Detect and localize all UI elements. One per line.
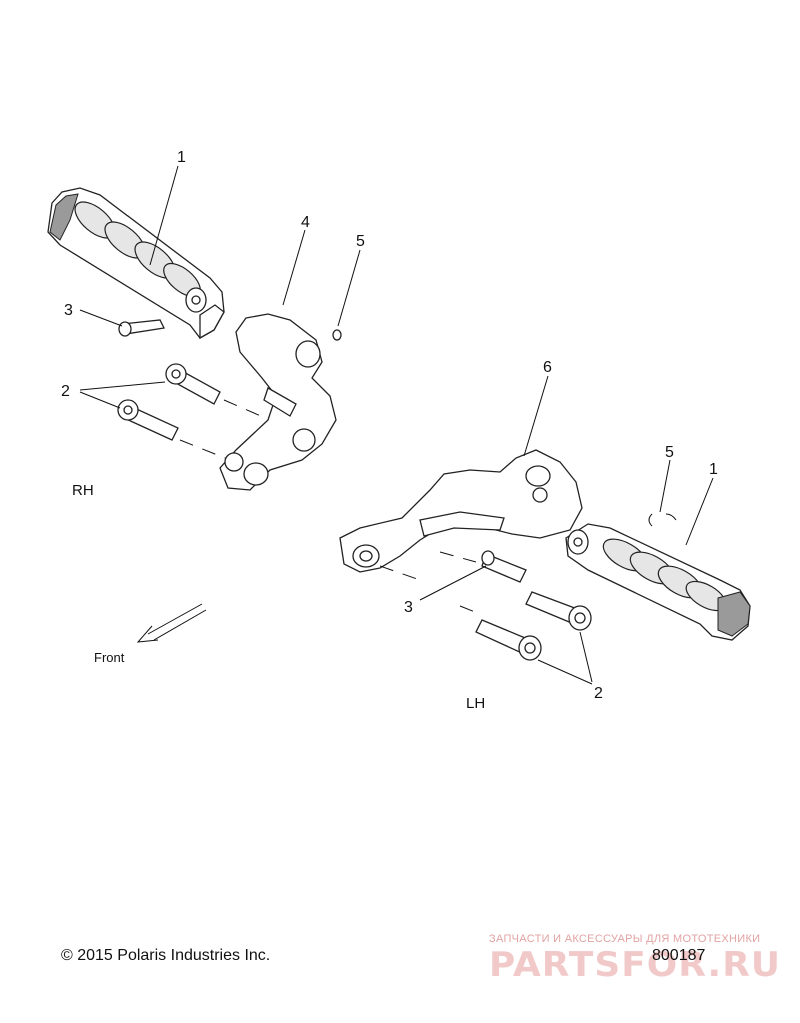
callout-lh-bracket: 6 — [543, 359, 552, 376]
callout-rh-clip: 5 — [356, 233, 365, 250]
lh-pin — [481, 550, 527, 583]
rh-footrest — [47, 187, 225, 340]
lh-label: LH — [466, 695, 485, 712]
lh-clip — [648, 513, 677, 527]
rh-bracket — [219, 313, 337, 491]
rh-bolt-upper — [165, 363, 221, 405]
watermark-logo: PARTSFOR.RU — [489, 945, 781, 985]
callout-rh-bracket: 4 — [301, 214, 310, 231]
callout-rh-footrest: 1 — [177, 149, 186, 166]
rh-bolt-lower — [117, 399, 179, 441]
copyright: © 2015 Polaris Industries Inc. — [61, 947, 270, 964]
callout-lh-bolts: 2 — [594, 685, 603, 702]
lh-bracket — [339, 449, 583, 573]
rh-clip — [332, 329, 342, 341]
callout-lh-clip: 5 — [665, 444, 674, 461]
callout-lh-pin: 3 — [404, 599, 413, 616]
rh-label: RH — [72, 482, 94, 499]
rh-pin — [118, 319, 165, 337]
lh-leader-lines — [419, 375, 714, 685]
lh-bolt-lower — [475, 619, 542, 661]
callout-rh-bolts: 2 — [61, 383, 70, 400]
front-label: Front — [94, 650, 125, 665]
front-arrow-icon — [136, 603, 207, 643]
rh-leader-lines — [79, 165, 361, 409]
diagram-number: 800187 — [652, 947, 705, 964]
lh-footrest — [565, 523, 751, 641]
callout-rh-pin: 3 — [64, 302, 73, 319]
callout-lh-footrest: 1 — [709, 461, 718, 478]
watermark-tagline: ЗАПЧАСТИ И АКСЕССУАРЫ ДЛЯ МОТОТЕХНИКИ — [489, 933, 760, 945]
lh-bolt-upper — [525, 591, 592, 631]
